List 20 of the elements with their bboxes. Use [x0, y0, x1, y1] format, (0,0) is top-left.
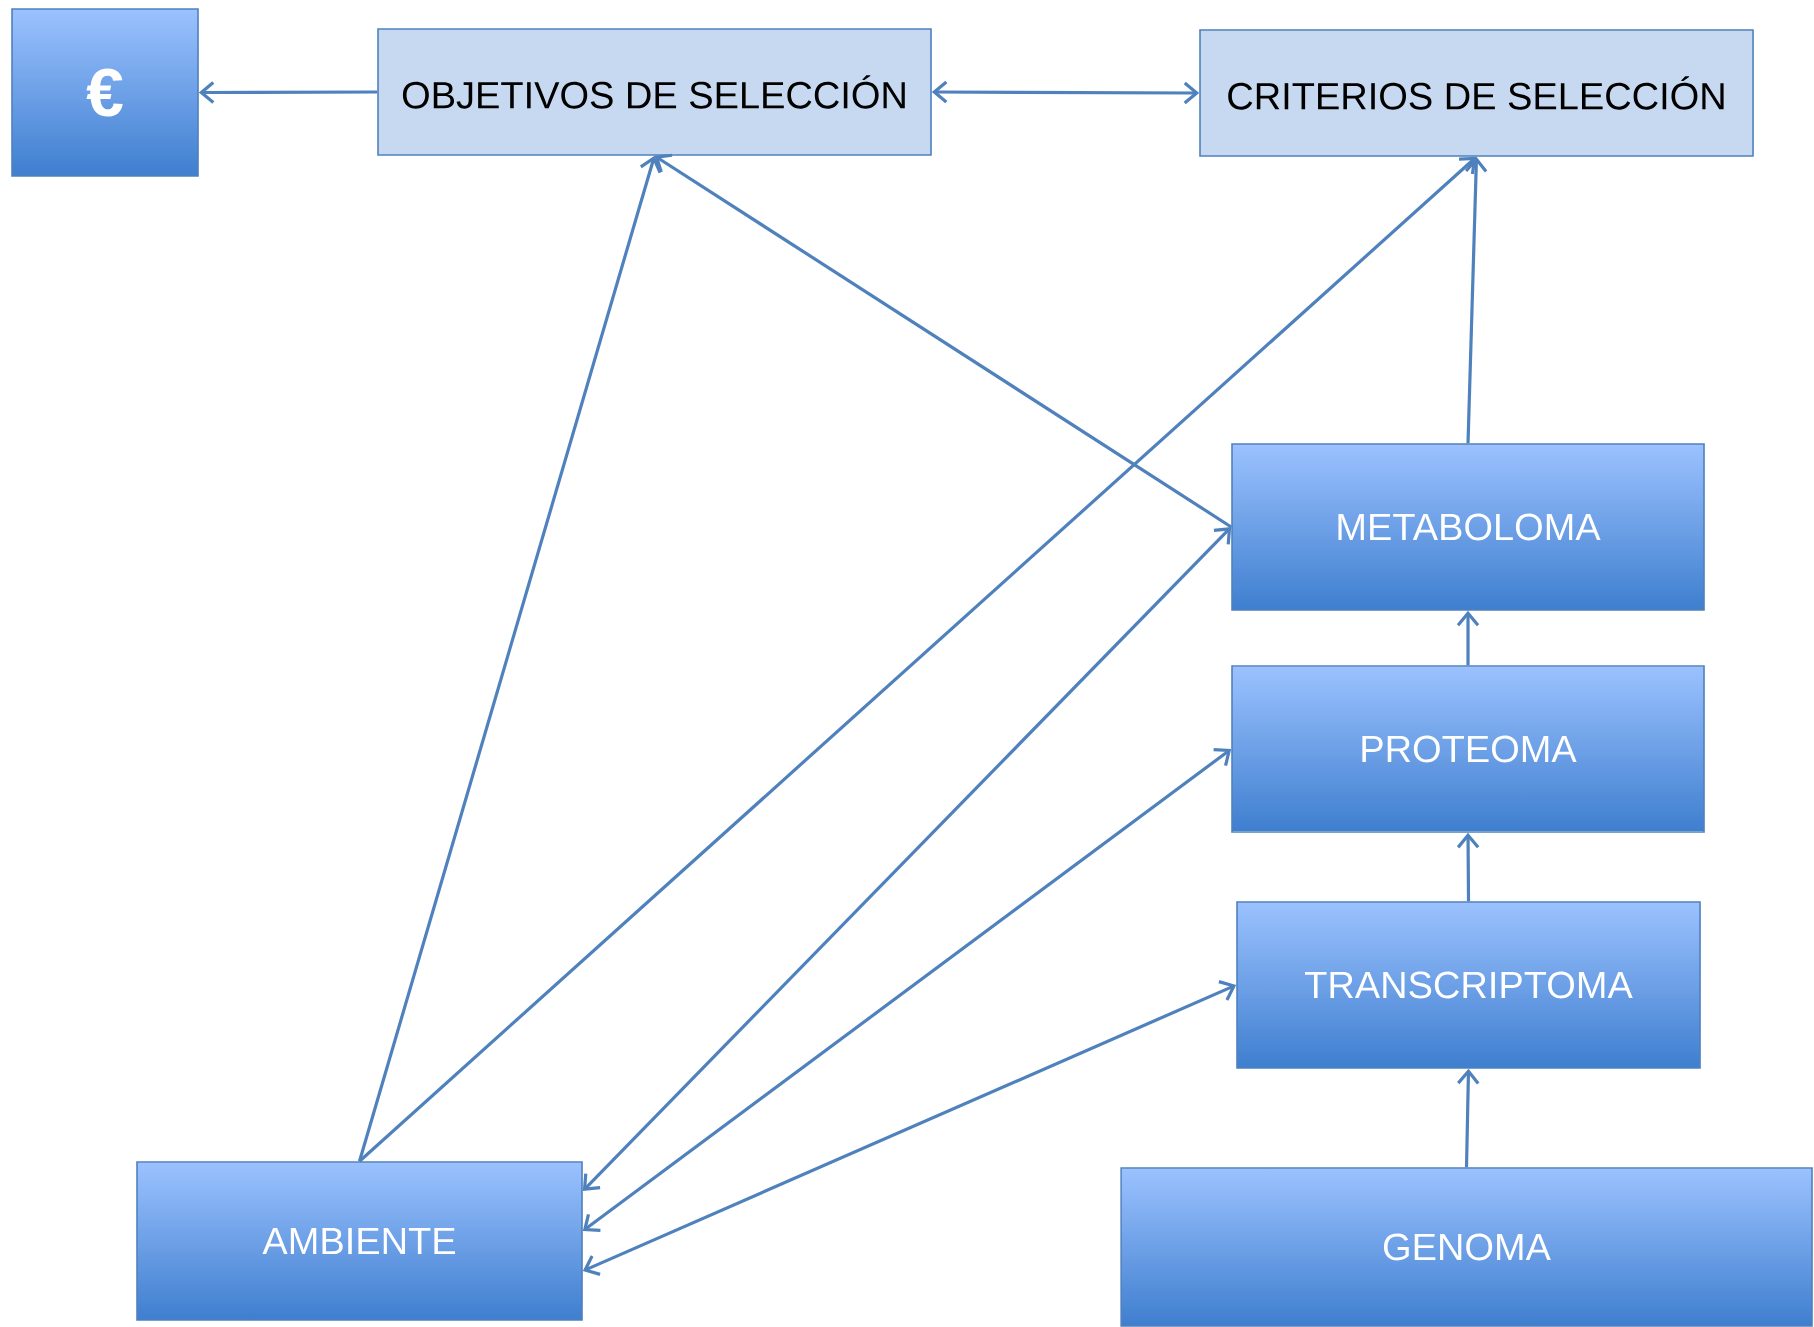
arrow	[931, 80, 1200, 105]
process-box: €	[11, 8, 199, 177]
arrow	[358, 156, 1477, 1163]
process-box: METABOLOMA	[1231, 443, 1705, 611]
arrow	[198, 81, 378, 104]
arrow	[582, 980, 1237, 1276]
arrow	[1456, 832, 1480, 902]
arrow	[1456, 610, 1480, 666]
arrow	[582, 748, 1232, 1232]
arrow	[1457, 1068, 1480, 1168]
process-box: GENOMA	[1120, 1167, 1813, 1327]
arrow	[654, 153, 1233, 529]
process-box: CRITERIOS DE SELECCIÓN	[1199, 29, 1754, 157]
process-box: TRANSCRIPTOMA	[1236, 901, 1701, 1069]
process-box: OBJETIVOS DE SELECCIÓN	[377, 28, 932, 156]
process-box: PROTEOMA	[1231, 665, 1705, 833]
arrow	[1464, 156, 1488, 444]
arrow	[357, 155, 662, 1162]
arrow	[582, 527, 1232, 1191]
process-box: AMBIENTE	[136, 1161, 583, 1321]
